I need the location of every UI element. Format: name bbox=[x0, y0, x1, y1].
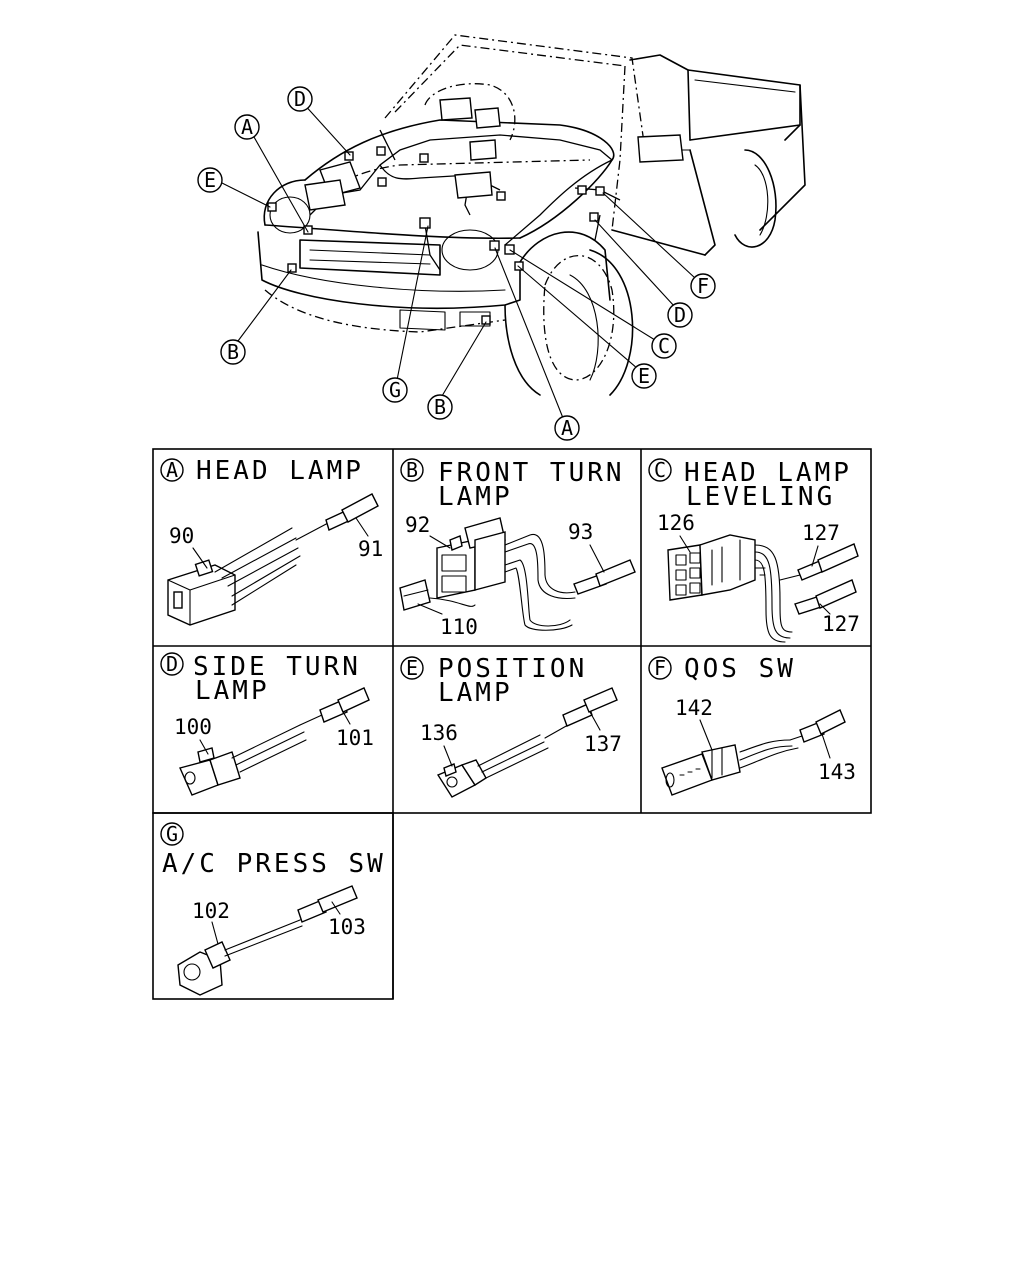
svg-text:A: A bbox=[241, 115, 253, 139]
panel-d-title-2: LAMP bbox=[195, 676, 270, 706]
callout-e-right: E bbox=[631, 363, 657, 389]
callout-d-right: D bbox=[667, 302, 693, 328]
panel-d-letter: D bbox=[166, 652, 178, 676]
panel-b-title-2: LAMP bbox=[438, 482, 513, 512]
panel-f-title: QOS SW bbox=[684, 654, 796, 684]
panel-grid-lines bbox=[152, 448, 872, 1000]
panel-d-title-1: SIDE TURN bbox=[193, 652, 361, 682]
part-102: 102 bbox=[192, 899, 230, 923]
part-136: 136 bbox=[420, 721, 458, 745]
part-137: 137 bbox=[584, 732, 622, 756]
panel-f-letter: F bbox=[654, 656, 666, 680]
truck-illustration: A D E B G B A E bbox=[197, 34, 806, 441]
svg-text:C: C bbox=[658, 334, 670, 358]
callout-e-left: E bbox=[197, 167, 223, 193]
part-91: 91 bbox=[358, 537, 383, 561]
panel-b-title-1: FRONT TURN bbox=[438, 458, 625, 488]
panel-a-title: HEAD LAMP bbox=[196, 456, 364, 486]
svg-text:B: B bbox=[434, 395, 446, 419]
panel-position-lamp: E POSITION LAMP 136 137 bbox=[400, 654, 622, 798]
svg-text:D: D bbox=[674, 303, 686, 327]
panel-head-lamp-leveling: C HEAD LAMP LEVELING 126 127 127 bbox=[648, 458, 860, 643]
panel-g-title: A/C PRESS SW bbox=[162, 849, 386, 879]
svg-text:B: B bbox=[227, 340, 239, 364]
panel-g-letter: G bbox=[166, 822, 178, 846]
part-101: 101 bbox=[336, 726, 374, 750]
svg-text:D: D bbox=[294, 87, 306, 111]
part-90: 90 bbox=[169, 524, 194, 548]
part-92: 92 bbox=[405, 513, 430, 537]
panel-ac-press-sw: G A/C PRESS SW 102 103 bbox=[160, 822, 386, 996]
svg-text:E: E bbox=[638, 364, 650, 388]
callout-b-bottom: B bbox=[427, 394, 453, 420]
panel-side-turn-lamp: D SIDE TURN LAMP 100 101 bbox=[160, 652, 374, 796]
panel-front-turn-lamp: B FRONT TURN LAMP 92 93 110 bbox=[399, 458, 636, 639]
part-126: 126 bbox=[657, 511, 695, 535]
part-142: 142 bbox=[675, 696, 713, 720]
svg-text:E: E bbox=[204, 168, 216, 192]
panel-b-letter: B bbox=[406, 458, 418, 482]
callout-g: G bbox=[382, 377, 408, 403]
panel-e-title-1: POSITION bbox=[438, 654, 587, 684]
callout-c: C bbox=[651, 333, 677, 359]
callout-b-left: B bbox=[220, 339, 246, 365]
part-110: 110 bbox=[440, 615, 478, 639]
panel-c-title-2: LEVELING bbox=[686, 482, 835, 512]
svg-text:A: A bbox=[561, 416, 573, 440]
svg-text:F: F bbox=[697, 274, 709, 298]
part-127-b: 127 bbox=[822, 612, 860, 636]
part-143: 143 bbox=[818, 760, 856, 784]
callout-f: F bbox=[690, 273, 716, 299]
part-127-a: 127 bbox=[802, 521, 840, 545]
panel-qos-sw: F QOS SW 142 143 bbox=[648, 654, 856, 796]
callout-a-top: A bbox=[234, 114, 260, 140]
callout-d-top: D bbox=[287, 86, 313, 112]
part-100: 100 bbox=[174, 715, 212, 739]
panel-head-lamp: A HEAD LAMP 90 91 bbox=[160, 456, 383, 626]
panel-c-letter: C bbox=[654, 458, 666, 482]
part-93: 93 bbox=[568, 520, 593, 544]
panel-c-title-1: HEAD LAMP bbox=[684, 458, 852, 488]
panel-a-letter: A bbox=[166, 458, 178, 482]
panel-e-letter: E bbox=[406, 656, 418, 680]
panel-e-title-2: LAMP bbox=[438, 678, 513, 708]
svg-text:G: G bbox=[389, 378, 401, 402]
part-103: 103 bbox=[328, 915, 366, 939]
callout-a-bottom: A bbox=[554, 415, 580, 441]
